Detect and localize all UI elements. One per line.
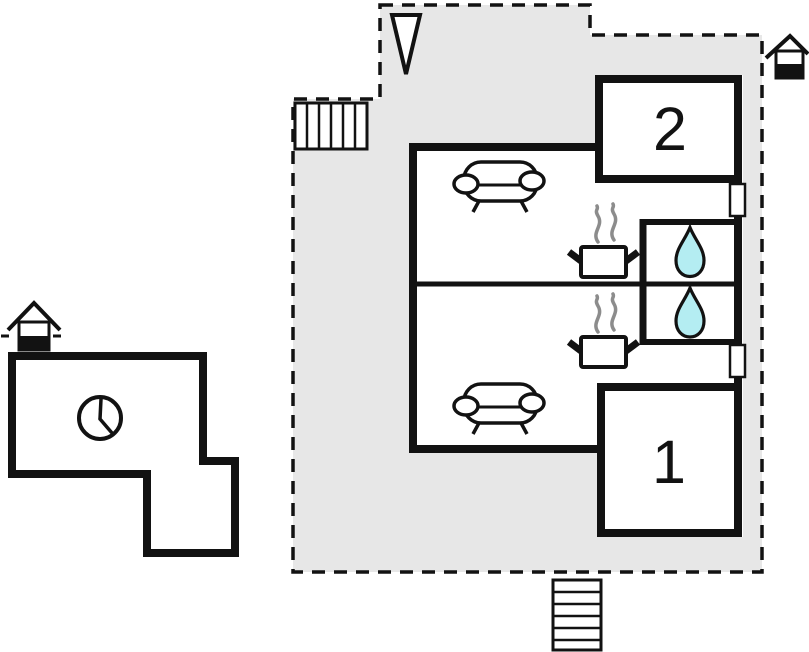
steam-lines [594,294,602,334]
steam-lines [594,204,602,244]
house-entrance-icon-right [764,33,809,80]
room-2-walls [595,75,742,183]
main-building-walls [409,75,742,537]
door-window-marker-top [728,182,747,218]
room-1-walls [597,383,742,537]
house-entrance-icon-left [1,300,62,352]
sofa-icon-bottom [452,382,546,435]
water-drop-icon-bottom [674,283,706,339]
door-window-marker-bottom [728,343,747,379]
annex-building-outline [8,352,239,557]
room-1-label: 1 [652,428,686,496]
water-drop-icon-top [674,223,706,279]
stairs-top-icon [293,101,369,151]
room-2-label: 2 [653,95,687,163]
sofa-icon-top [452,160,546,213]
clock-icon [77,395,123,441]
stove-icon-top [566,202,641,279]
stairs-bottom-icon [551,578,603,652]
stove-icon-bottom [566,292,641,369]
north-arrow-icon [389,13,423,75]
steam-lines [610,292,618,332]
steam-lines [610,202,618,242]
